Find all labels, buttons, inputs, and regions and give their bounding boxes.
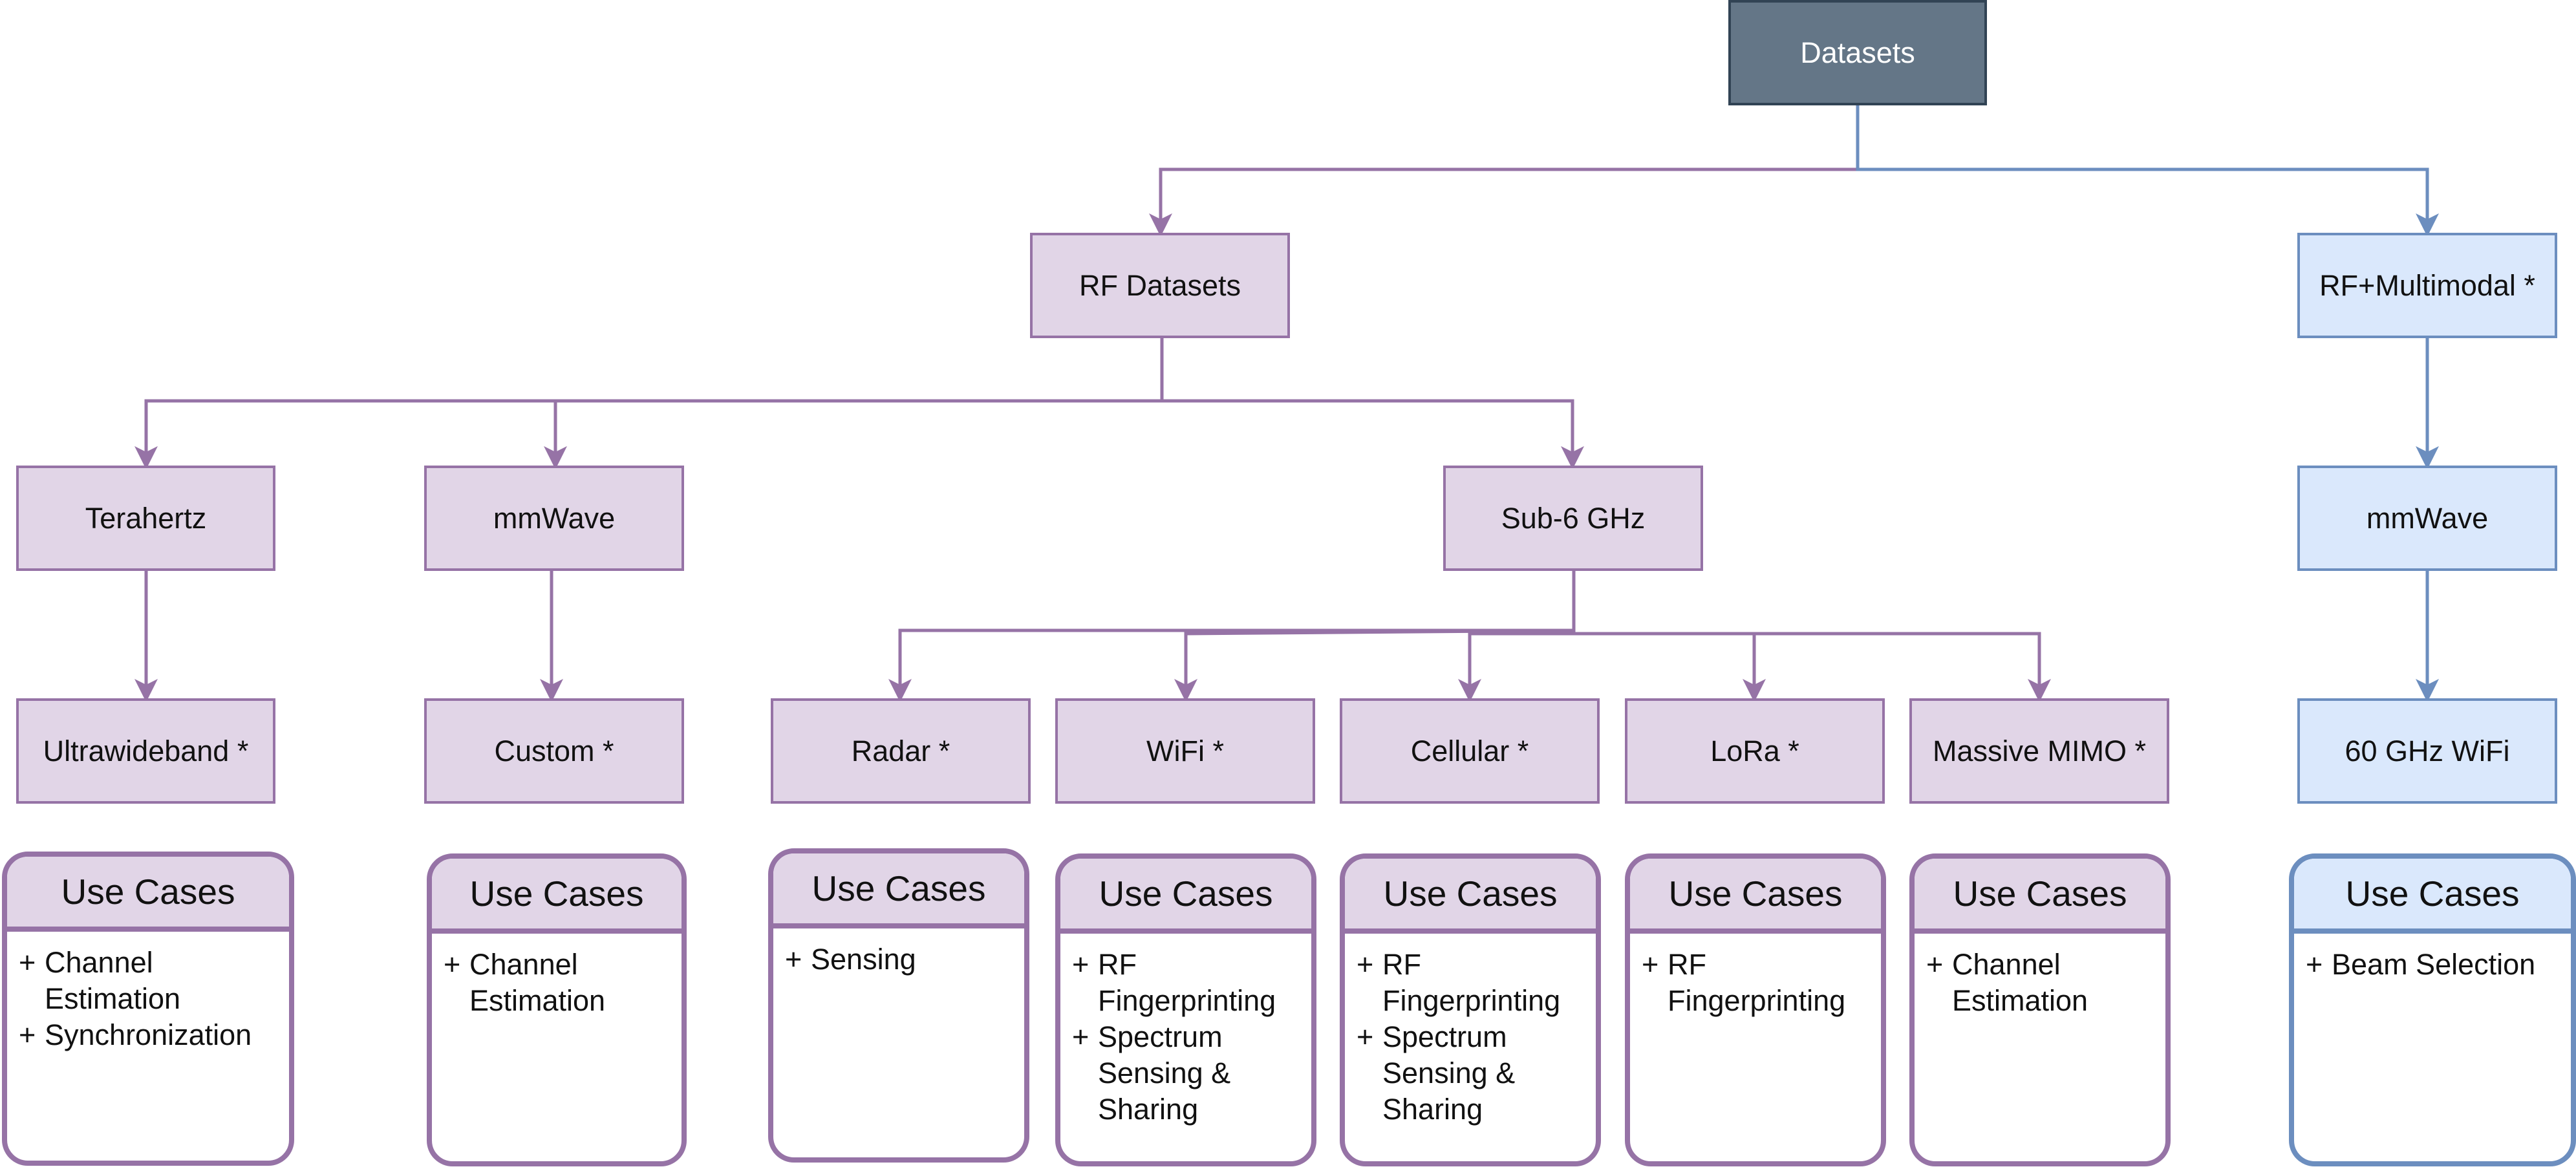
edge-sub6-cellular — [1458, 632, 1574, 702]
edge-sub6-massive-mimo — [1574, 632, 2051, 702]
use-cases-list: + RF Fingerprinting — [1630, 934, 1881, 1019]
node-cellular: Cellular * — [1340, 698, 1600, 804]
use-case-item: + Beam Selection — [2306, 947, 2559, 983]
bullet-plus: + — [19, 1018, 36, 1051]
use-case-item: + Synchronization — [19, 1017, 277, 1053]
use-case-text: RF Fingerprinting — [1668, 948, 1846, 1017]
bullet-plus: + — [1357, 1020, 1374, 1053]
bullet-plus: + — [444, 948, 461, 981]
edge-sub6-wifi — [1174, 628, 1574, 702]
bullet-plus: + — [1642, 948, 1659, 981]
node-terahertz: Terahertz — [16, 466, 275, 571]
node-mmwave-multimodal: mmWave — [2297, 466, 2557, 571]
node-wifi: WiFi * — [1055, 698, 1315, 804]
use-cases-title: Use Cases — [7, 857, 289, 932]
use-cases-list: + Beam Selection — [2294, 934, 2571, 983]
use-cases-list: + Sensing — [773, 928, 1024, 978]
use-cases-list: +RF Fingerprinting+Spectrum Sensing & Sh… — [1345, 934, 1596, 1128]
use-cases-radar: Use Cases + Sensing — [768, 848, 1029, 1163]
use-case-item: +Channel Estimation — [1926, 947, 2154, 1019]
bullet-plus: + — [1072, 1020, 1089, 1053]
edge-rf-mmwave — [544, 399, 1162, 469]
use-cases-title: Use Cases — [1630, 859, 1881, 934]
use-case-text: Channel Estimation — [1952, 948, 2088, 1017]
use-cases-custom: Use Cases +Channel Estimation — [427, 853, 687, 1166]
use-cases-wifi: Use Cases + RF Fingerprinting + Spectrum Se… — [1055, 853, 1316, 1166]
bullet-plus: + — [19, 946, 36, 979]
node-rf-multimodal: RF+Multimodal * — [2297, 233, 2557, 338]
node-lora: LoRa * — [1625, 698, 1885, 804]
use-cases-title: Use Cases — [432, 859, 682, 934]
bullet-plus: + — [2306, 948, 2323, 981]
node-sub6: Sub-6 GHz — [1443, 466, 1703, 571]
use-case-text: Beam Selection — [2332, 948, 2536, 981]
use-cases-list: +Channel Estimation — [1915, 934, 2165, 1019]
edge-datasets-rf — [1149, 105, 1860, 237]
use-case-text: RF Fingerprinting — [1382, 948, 1561, 1017]
edge-rf-sub6 — [1162, 399, 1584, 469]
use-case-item: + RF Fingerprinting — [1642, 947, 1869, 1019]
use-case-text: RF Fingerprinting — [1098, 948, 1276, 1017]
use-cases-list: +Channel Estimation — [432, 934, 682, 1019]
use-case-item: + Sensing — [785, 941, 1013, 978]
bullet-plus: + — [1072, 948, 1089, 981]
use-case-text: Spectrum Sensing & Sharing — [1382, 1020, 1516, 1126]
use-case-item: +RF Fingerprinting — [1357, 947, 1584, 1019]
bullet-plus: + — [1357, 948, 1374, 981]
use-case-item: +Channel Estimation — [444, 947, 670, 1019]
use-case-text: Synchronization — [45, 1018, 252, 1051]
node-ultrawideband: Ultrawideband * — [16, 698, 275, 804]
node-radar: Radar * — [771, 698, 1031, 804]
use-cases-massive-mimo: Use Cases +Channel Estimation — [1909, 853, 2171, 1166]
use-cases-cellular: Use Cases +RF Fingerprinting+Spectrum Se… — [1340, 853, 1601, 1166]
node-custom: Custom * — [424, 698, 684, 804]
use-cases-title: Use Cases — [1060, 859, 1311, 934]
edge-datasets-multimodal — [1856, 105, 2439, 237]
node-mmwave: mmWave — [424, 466, 684, 571]
use-case-item: + RF Fingerprinting — [1072, 947, 1300, 1019]
edge-sub6-lora — [1574, 632, 1766, 702]
node-massive-mimo: Massive MIMO * — [1909, 698, 2169, 804]
use-case-item: +Spectrum Sensing & Sharing — [1357, 1019, 1584, 1128]
use-cases-list: + RF Fingerprinting + Spectrum Sensing & Sh… — [1060, 934, 1311, 1128]
edge-sub6-radar — [888, 570, 1576, 702]
use-case-item: + Spectrum Sensing & Sharing — [1072, 1019, 1300, 1128]
use-cases-title: Use Cases — [1345, 859, 1596, 934]
use-case-item: + Channel Estimation — [19, 945, 277, 1017]
use-cases-title: Use Cases — [773, 853, 1024, 928]
bullet-plus: + — [1926, 948, 1944, 981]
use-cases-title: Use Cases — [1915, 859, 2165, 934]
use-cases-ultrawideband: Use Cases + Channel Estimation + Synchroniz… — [2, 852, 294, 1166]
use-cases-list: + Channel Estimation + Synchronization — [7, 932, 289, 1053]
node-datasets: Datasets — [1728, 0, 1987, 105]
node-60ghz-wifi: 60 GHz WiFi — [2297, 698, 2557, 804]
node-rf-datasets: RF Datasets — [1030, 233, 1290, 338]
bullet-plus: + — [785, 943, 802, 976]
use-case-text: Spectrum Sensing & Sharing — [1098, 1020, 1231, 1126]
use-case-text: Sensing — [811, 943, 916, 976]
use-cases-title: Use Cases — [2294, 859, 2571, 934]
use-case-text: Channel Estimation — [45, 946, 181, 1015]
use-cases-lora: Use Cases + RF Fingerprinting — [1625, 853, 1886, 1166]
use-case-text: Channel Estimation — [469, 948, 606, 1017]
use-cases-60ghz-wifi: Use Cases + Beam Selection — [2289, 853, 2576, 1166]
